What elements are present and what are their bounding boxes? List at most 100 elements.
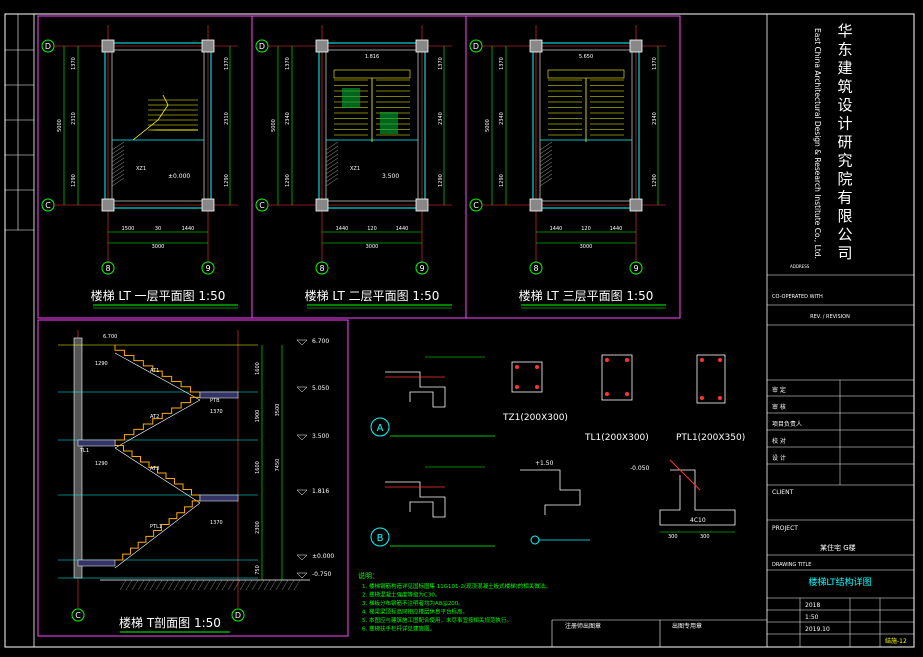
hatch xyxy=(111,165,125,175)
dim-right-1: 2340 xyxy=(652,112,658,125)
section-inner-dim-2: 1290 xyxy=(95,461,108,467)
ground-hatch xyxy=(269,579,277,591)
column xyxy=(629,39,643,53)
grid-bubble-col-8 xyxy=(315,261,329,275)
company-char-0: 华 xyxy=(837,22,852,40)
section-level-0: 6.700 xyxy=(312,338,329,345)
section-title: 楼梯 T剖面图 1:50 xyxy=(119,615,221,630)
flight-1-soffit xyxy=(114,352,201,401)
role-3: 校 对 xyxy=(772,437,786,445)
dim-bottom-1: 120 xyxy=(581,226,591,232)
dim-bottom-1: 120 xyxy=(367,226,377,232)
plan-level: 3.500 xyxy=(382,173,399,180)
section-level-4: ±0.000 xyxy=(312,553,334,560)
ground-hatch xyxy=(281,579,289,591)
column xyxy=(201,39,215,53)
dim-left-total: 5000 xyxy=(271,119,277,132)
section-label-TL1: TL1 xyxy=(79,448,89,454)
company-char-10: 限 xyxy=(837,207,852,225)
ground-hatch xyxy=(119,579,127,591)
grid-bubble-col-8 xyxy=(101,261,115,275)
company-char-11: 公 xyxy=(837,226,852,244)
ground-hatch xyxy=(275,579,283,591)
flight-4-soffit xyxy=(114,502,201,569)
ground-hatch xyxy=(131,579,139,591)
ground-hatch xyxy=(155,579,163,591)
role-2: 项目负责人 xyxy=(772,420,802,428)
hatch xyxy=(325,141,339,151)
plan-label-xz: XZ1 xyxy=(350,166,360,172)
hatch xyxy=(325,161,339,171)
hatch xyxy=(111,153,125,163)
hatch xyxy=(539,145,553,155)
landing-slab xyxy=(199,494,239,502)
plan-label-xz: XZ1 xyxy=(136,166,146,172)
dim-left-1: 2340 xyxy=(499,112,505,125)
ground-hatch xyxy=(257,579,265,591)
dim-bottom-total: 3000 xyxy=(152,244,165,250)
hatch xyxy=(325,149,339,159)
note-1: 2. 楼梯混凝土强度等级为C30。 xyxy=(362,591,440,599)
flight-4 xyxy=(115,495,201,561)
grid-bubble-col-8-text: 8 xyxy=(105,264,110,273)
grid-bubble-row-D-text: D xyxy=(259,42,265,51)
ground-hatch xyxy=(185,579,193,591)
grid-bubble-col-9 xyxy=(415,261,429,275)
ground-hatch xyxy=(227,579,235,591)
detail-node-A-tag xyxy=(370,417,390,437)
rebar-dot xyxy=(700,358,704,362)
section-grid-bubble-C-text: C xyxy=(75,611,81,620)
hatch xyxy=(539,149,553,159)
section-dim-1: 1900 xyxy=(255,410,261,423)
rebar-dot xyxy=(718,358,722,362)
ground-hatch xyxy=(197,579,205,591)
column xyxy=(529,198,543,212)
section-grid-bubble-D-text: D xyxy=(235,611,241,620)
column xyxy=(415,39,429,53)
tz1-section xyxy=(511,361,543,393)
stair-plan-first: DCXZ1±0.00013702310129050001370231012901… xyxy=(41,25,238,309)
column xyxy=(315,198,329,212)
column xyxy=(629,198,643,212)
company-char-3: 筑 xyxy=(837,78,852,96)
detail-node-B-tag xyxy=(370,527,390,547)
grid-bubble-col-9-text: 9 xyxy=(419,264,424,273)
tz1-title: TZ1(200X300) xyxy=(502,413,568,423)
grid-bubble-col-9 xyxy=(629,261,643,275)
grid-bubble-col-8 xyxy=(529,261,543,275)
co-operated: CO-OPERATED WITH xyxy=(772,294,823,300)
hatch xyxy=(111,149,125,159)
rebar-dot xyxy=(535,365,539,369)
stair-plan-second: DCXZ13.5001.8161370234012905000137023401… xyxy=(255,25,452,309)
section-label-AT2: AT2 xyxy=(150,414,159,420)
company-char-2: 建 xyxy=(837,59,852,77)
section-dim-2: 1600 xyxy=(255,461,261,474)
footing-bar: 4C10 xyxy=(690,517,706,524)
section-grid-bubble-C xyxy=(71,608,85,622)
hatch xyxy=(325,173,339,183)
hatch xyxy=(111,141,125,151)
hatch xyxy=(325,165,339,175)
grid-bubble-row-C-text: C xyxy=(473,201,479,210)
note-2: 3. 梯板分布钢筋不注明者均为A8@200。 xyxy=(362,599,464,607)
dim-right-0: 1370 xyxy=(224,57,230,70)
grid-bubble-col-9 xyxy=(201,261,215,275)
hatch xyxy=(539,161,553,171)
dim-bottom-total: 3000 xyxy=(366,244,379,250)
section-label-PTB: PTB xyxy=(210,398,220,404)
dim-bottom-2: 1440 xyxy=(610,226,623,232)
hatch xyxy=(111,177,125,187)
hatch xyxy=(111,173,125,183)
company-char-7: 究 xyxy=(837,152,852,170)
ground-hatch xyxy=(287,579,295,591)
level-marker xyxy=(296,386,308,393)
viewport-plan-3 xyxy=(465,15,681,319)
date: 2019.10 xyxy=(805,626,830,633)
hatch xyxy=(325,157,339,167)
dim-left-total: 5000 xyxy=(485,119,491,132)
ground-hatch xyxy=(293,579,301,591)
project-name: 某住宅 G楼 xyxy=(820,543,856,552)
notes-title: 说明： xyxy=(358,571,379,580)
company-char-5: 计 xyxy=(837,115,852,133)
